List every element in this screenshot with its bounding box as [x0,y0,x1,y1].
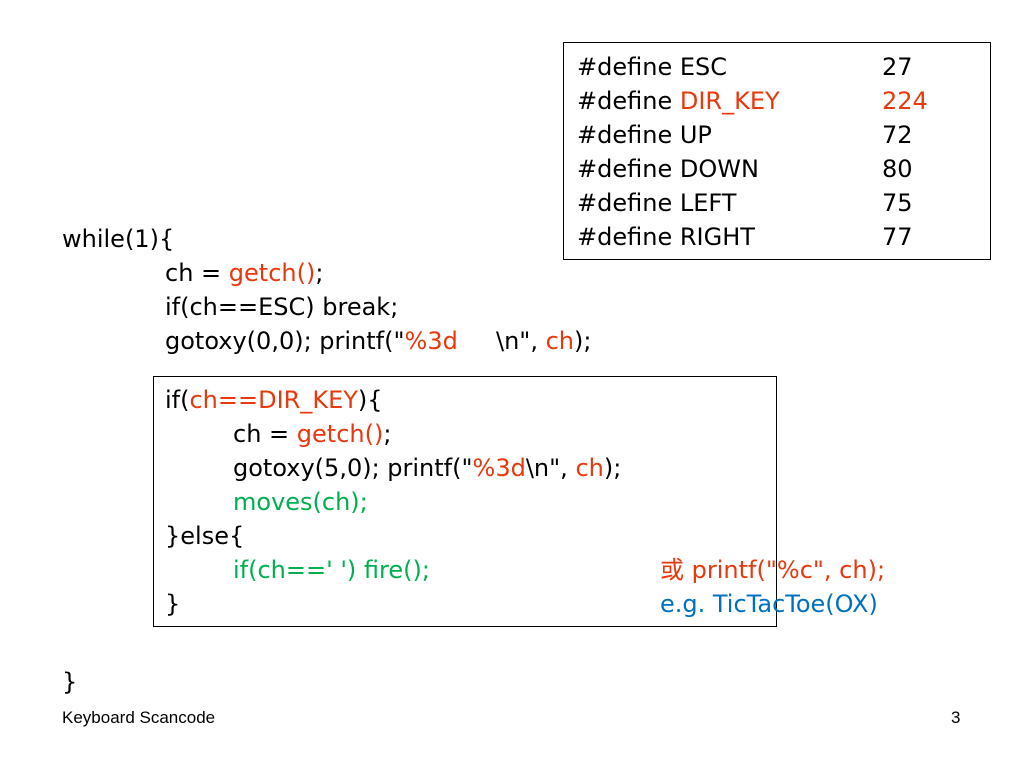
define-name: DIR_KEY [679,87,780,115]
define-value: 77 [882,223,913,251]
code-if-dir-key: if(ch==DIR_KEY){ [165,386,383,414]
code-inner-gotoxy-printf: gotoxy(5,0); printf("%3d\n", ch); [233,454,622,482]
define-value: 75 [882,189,913,217]
code-example: e.g. TicTacToe(OX) [660,590,878,618]
code-gotoxy-printf: gotoxy(0,0); printf("%3d \n", ch); [165,327,592,355]
code-ch-getch: ch = getch(); [165,259,324,287]
define-name: ESC [679,53,727,81]
define-row-right: #define RIGHT 77 [577,220,913,356]
define-name: LEFT [679,189,737,217]
define-row-dir-key: #define DIR_KEY 224 [577,84,928,220]
code-while-close: } [62,668,78,696]
code-box [153,376,777,627]
code-moves: moves(ch); [233,488,368,516]
footer-title: Keyboard Scancode [62,708,216,727]
code-fire: if(ch==' ') fire(); [233,556,430,584]
define-value: 72 [882,121,913,149]
define-value: 80 [882,155,913,183]
code-if-esc: if(ch==ESC) break; [165,293,399,321]
define-value: 224 [882,87,928,115]
define-name: DOWN [679,155,759,183]
define-name: UP [679,121,712,149]
define-row-left: #define LEFT 75 [577,186,913,322]
define-row-down: #define DOWN 80 [577,152,913,288]
code-else: }else{ [165,522,245,550]
code-inner-ch-getch: ch = getch(); [233,420,392,448]
define-box: #define ESC 27 #define DIR_KEY 224 #defi… [563,42,991,260]
code-alt-printf: 或 printf("%c", ch); [660,556,886,584]
page-number: 3 [951,708,961,727]
code-inner-close: } [165,590,181,618]
define-name: RIGHT [679,223,755,251]
define-row-esc: #define ESC 27 [577,50,913,186]
code-while-open: while(1){ [62,225,175,253]
define-row-up: #define UP 72 [577,118,913,254]
define-value: 27 [882,53,913,81]
